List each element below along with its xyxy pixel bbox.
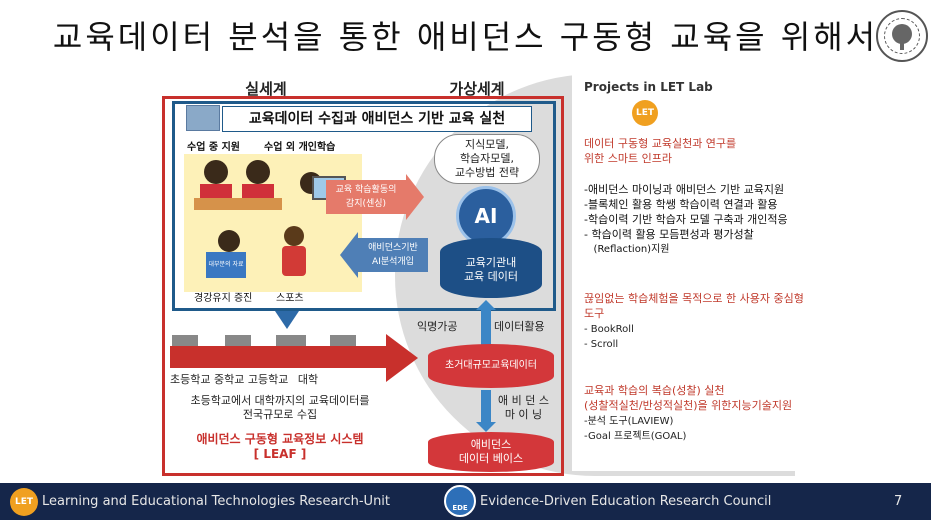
in-class-label: 수업 중 지원	[187, 142, 240, 153]
student-body	[242, 184, 274, 200]
mining-arrow-head	[476, 422, 496, 432]
school-middle: 중학교	[213, 373, 245, 386]
sensing-arrow-head	[406, 174, 424, 220]
footer-left-text: Learning and Educational Technologies Re…	[42, 494, 391, 509]
sec1-item: - 학습이력 활용 모듬편성과 평가성찰	[584, 228, 754, 241]
system-name: 애비던스 구동형 교육정보 시스템	[196, 432, 364, 446]
sec3-item: -Goal 프로젝트(GOAL)	[584, 431, 687, 442]
sec2-list: - BookRoll - Scroll	[584, 322, 634, 352]
evidence-db: 애비던스 데이터 베이스	[428, 432, 554, 472]
projects-panel	[572, 74, 844, 471]
up-arrow-head	[476, 300, 496, 310]
virtual-world-label: 가상세계	[449, 80, 505, 98]
intervention-arrow: 애비던스기반 AI분석개입	[358, 238, 428, 272]
desk-icon	[194, 198, 240, 210]
ai-icon: AI	[456, 186, 516, 246]
university-seal-icon	[876, 10, 928, 62]
footer-center-text: Evidence-Driven Education Research Counc…	[480, 494, 772, 509]
school-university: 대학	[297, 373, 319, 386]
collect-text: 초등학교에서 대학까지의 교육데이터를 전국규모로 수집	[172, 392, 388, 422]
runner-body	[282, 246, 306, 276]
student-icon	[204, 160, 228, 184]
school-elementary: 초등학교	[170, 373, 211, 386]
school-list: 초등학교 중학교 고등학교 대학	[168, 370, 364, 390]
desk-icon	[236, 198, 282, 210]
let-logo-icon: LET	[632, 100, 658, 126]
sec1-title: 데이터 구동형 교육실천과 연구를 위한 스마트 인프라	[584, 137, 737, 165]
sec2-title: 끊임없는 학습체험을 목적으로 한 사용자 중심형 도구	[584, 292, 804, 320]
intervention-arrow-head	[340, 232, 358, 278]
system-frame	[162, 96, 564, 476]
evidence-mining-label: 애 비 던 스 마 이 닝	[498, 394, 549, 421]
book-icon: 대부분의 자료	[206, 252, 246, 278]
sec2-item: - BookRoll	[584, 324, 634, 335]
big-education-db: 초거대규모교육데이터	[428, 344, 554, 388]
collection-arrow	[170, 346, 386, 368]
reader-icon	[218, 230, 240, 252]
down-arrow	[275, 311, 299, 329]
out-class-label: 수업 외 개인학습	[264, 142, 336, 153]
page-number: 7	[894, 494, 903, 509]
student-body	[200, 184, 232, 200]
data-use-label: 데이터활용	[494, 320, 545, 333]
ede-logo-icon: EDE	[444, 485, 476, 517]
sec2-item: - Scroll	[584, 339, 619, 350]
mining-arrow	[481, 390, 491, 424]
runner-icon	[284, 226, 304, 246]
up-down-arrow	[481, 308, 491, 346]
sec1-item: -애비던스 마이닝과 애비던스 기반 교육지원	[584, 183, 785, 196]
health-label: 경강유지 증진	[194, 293, 253, 304]
institution-db: 교육기관내 교육 데이터	[440, 238, 542, 298]
system-code: [ LEAF ]	[253, 447, 307, 461]
anonymize-label: 익명가공	[417, 320, 458, 333]
sec1-item: (Reflaction)지원	[584, 244, 670, 255]
sec3-list: -분석 도구(LAVIEW) -Goal 프로젝트(GOAL)	[584, 414, 686, 444]
let-footer-logo-icon: LET	[10, 488, 38, 516]
sec3-title: 교육과 학습의 복습(성찰) 실천 (성찰적실천/반성적실천)을 위한지능기술지…	[584, 384, 793, 412]
sec1-list: -애비던스 마이닝과 애비던스 기반 교육지원 -블록체인 활용 학쌩 학습이력…	[584, 182, 788, 257]
practice-frame	[172, 101, 556, 311]
models-bubble: 지식모델, 학습자모델, 교수방법 전략	[434, 134, 540, 184]
practice-title: 교육데이터 수집과 애비던스 기반 교육 실천	[222, 106, 532, 132]
collection-arrow-head	[386, 334, 418, 382]
sec1-item: -학습이력 기반 학습자 모델 구축과 개인적응	[584, 213, 788, 226]
system-box: 애비던스 구동형 교육정보 시스템 [ LEAF ]	[172, 426, 388, 466]
sensing-arrow: 교육 학습활동의 감지(센싱)	[326, 180, 406, 214]
real-world-label: 실세계	[245, 80, 287, 98]
sec1-item: -블록체인 활용 학쌩 학습이력 연결과 활용	[584, 198, 778, 211]
school-icon	[186, 105, 220, 131]
school-high: 고등학교	[247, 373, 289, 386]
page-title: 교육데이터 분석을 통한 애비던스 구동형 교육을 위해서	[52, 18, 879, 56]
sec3-item: -분석 도구(LAVIEW)	[584, 416, 674, 427]
student-icon	[246, 160, 270, 184]
panel-heading: Projects in LET Lab	[584, 80, 713, 94]
sports-label: 스포츠	[276, 293, 304, 304]
